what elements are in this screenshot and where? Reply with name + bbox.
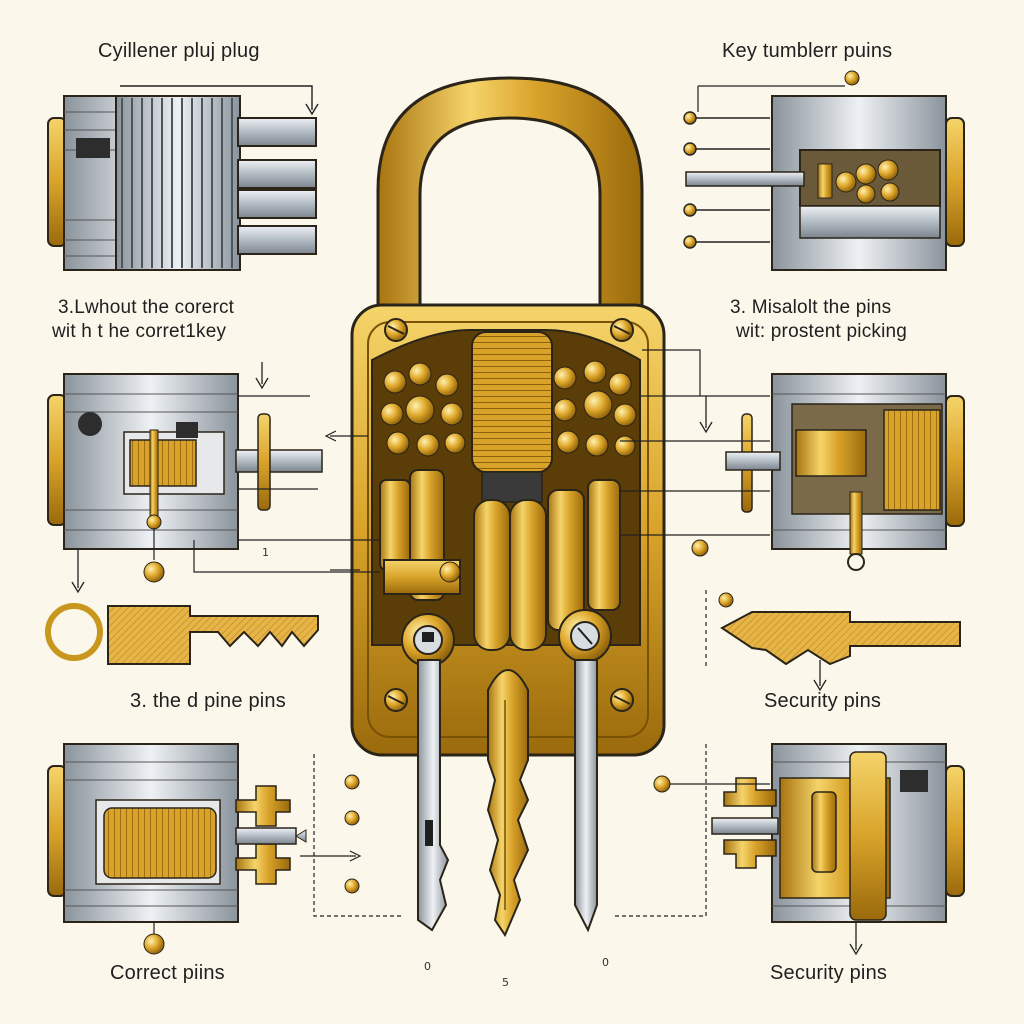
key-tumbler-pins-top-right	[683, 70, 965, 271]
label-correct-pins: Correct piins	[110, 962, 225, 984]
padlock-shackle	[376, 76, 644, 332]
brass-key-center	[486, 669, 530, 938]
mark-d: 0	[602, 956, 609, 969]
ball-bearings-left	[380, 362, 466, 457]
cylinder-plug-top-left	[47, 85, 319, 271]
steel-key-left	[417, 659, 450, 932]
label-misaligned-pins-line2: wit: prostent picking	[736, 321, 908, 342]
correct-pins-bottom-left	[47, 743, 402, 955]
tumbler-discs	[379, 469, 621, 651]
key-right	[705, 590, 961, 692]
label-security-pins-upper: Security pins	[764, 690, 882, 712]
cylinder-coil-mid-left	[47, 362, 380, 594]
keyhole-right	[558, 609, 612, 663]
security-pins-bottom-right	[612, 743, 965, 956]
ball-bearings-right	[553, 360, 637, 457]
key-left	[45, 603, 319, 665]
mark-a: 1	[262, 546, 269, 559]
label-without-correct-line1: 3.Lwhout the corerct	[58, 297, 235, 318]
label-key-tumbler-pins: Key tumblerr puins	[722, 40, 893, 62]
label-without-correct-line2: wit h t he corret1key	[52, 321, 227, 342]
cylinder-coil-mid-right	[620, 373, 965, 608]
body-screws	[384, 318, 634, 712]
label-misaligned-pins-line1: 3. Misalolt the pins	[730, 297, 892, 318]
label-driver-pins: 3. the d pine pins	[130, 690, 286, 712]
mark-c: 5	[502, 976, 509, 989]
central-spring	[471, 331, 553, 473]
keyhole-left	[401, 613, 455, 667]
connector-lines	[238, 349, 701, 571]
padlock	[350, 76, 666, 938]
label-security-pins-lower: Security pins	[770, 962, 888, 984]
mark-b: 0	[424, 960, 431, 973]
steel-pick-right	[574, 659, 598, 933]
label-cylinder-plug: Cyillener pluj plug	[98, 40, 260, 62]
